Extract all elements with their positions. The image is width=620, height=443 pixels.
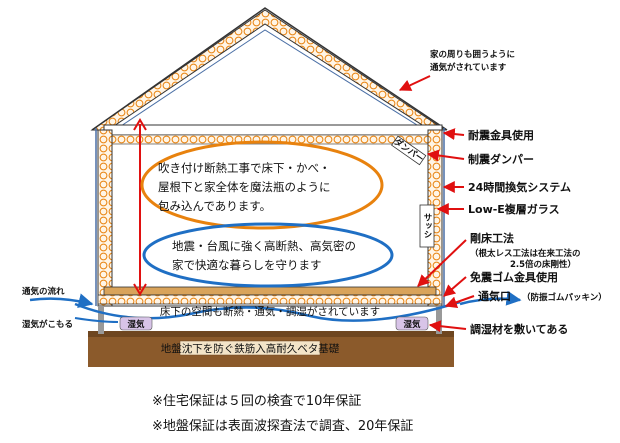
callout-humidity-material: 調湿材を敷いてある — [428, 320, 568, 336]
blue-line-2: 家で快適な暮らしを守ります — [172, 258, 322, 272]
svg-text:調湿材を敷いてある: 調湿材を敷いてある — [470, 322, 568, 336]
svg-text:（根太レス工法は在来工法の: （根太レス工法は在来工法の — [470, 248, 581, 259]
blue-line-1: 地震・台風に強く高断熱、高気密の — [172, 239, 356, 253]
foundation-note: 地盤沈下を防ぐ鉄筋入高耐久ベタ基礎 — [161, 342, 340, 355]
underfloor-note: 床下の空間も断熱・通気・調湿がされています — [160, 305, 380, 318]
svg-text:（防振ゴムパッキン）: （防振ゴムパッキン） — [522, 292, 607, 303]
callout-seismic-hardware: 耐震金具使用 — [442, 128, 534, 142]
underfloor-space: 床下の空間も断熱・通気・調湿がされています 湿気 湿気 — [74, 300, 461, 331]
comfort-description: 地震・台風に強く高断熱、高気密の 家で快適な暮らしを守ります — [142, 222, 394, 288]
svg-text:通気がされています: 通気がされています — [430, 62, 507, 73]
svg-text:免震ゴム金具使用: 免震ゴム金具使用 — [470, 270, 558, 284]
svg-text:耐震金具使用: 耐震金具使用 — [468, 128, 534, 142]
svg-text:通気口: 通気口 — [478, 289, 511, 303]
insulation-description: 吹き付け断熱工事で床下・かべ・ 屋根下と家全体を魔法瓶のように 包み込んでありま… — [140, 140, 384, 230]
svg-text:Low-E複層ガラス: Low-E複層ガラス — [468, 202, 560, 216]
ceiling-beam — [103, 124, 443, 136]
svg-text:剛床工法: 剛床工法 — [470, 231, 514, 245]
warranty-note: ※住宅保証は５回の検査で10年保証 — [152, 394, 361, 409]
airflow-label: 通気の流れ — [22, 286, 65, 297]
orange-line-2: 屋根下と家全体を魔法瓶のように — [158, 180, 331, 194]
svg-text:制震ダンパー: 制震ダンパー — [468, 152, 534, 166]
svg-text:湿気: 湿気 — [403, 319, 421, 330]
callout-rigid-floor: 剛床工法 （根太レス工法は在来工法の 2.5倍の床剛性） — [417, 231, 581, 287]
floor-insulation — [97, 294, 443, 305]
svg-text:家の周りも囲うように: 家の周りも囲うように — [430, 49, 515, 60]
callout-ventilation: 24時間換気システム — [442, 180, 571, 194]
ground-warranty-note: ※地盤保証は表面波探査法で調査、20年保証 — [152, 419, 413, 434]
moisture-pad-left — [119, 316, 153, 331]
callout-lowe-glass: Low-E複層ガラス — [436, 202, 560, 216]
callout-roof: 家の周りも囲うように 通気がされています — [398, 49, 515, 91]
foundation: 地盤沈下を防ぐ鉄筋入高耐久ベタ基礎 — [88, 331, 454, 367]
moisture-pad-right — [395, 316, 429, 331]
callout-vent-opening: 通気口 （防振ゴムパッキン） — [444, 289, 607, 309]
svg-text:24時間換気システム: 24時間換気システム — [468, 180, 571, 194]
floor-slab — [103, 286, 437, 296]
airflow-arrow — [29, 293, 94, 309]
callout-rubber-hardware: 免震ゴム金具使用 — [443, 270, 558, 297]
roof-insulation — [90, 7, 448, 131]
orange-line-1: 吹き付け断熱工事で床下・かべ・ — [158, 161, 331, 175]
left-wall — [97, 129, 113, 307]
orange-line-3: 包み込んであります。 — [158, 199, 271, 213]
svg-text:湿気: 湿気 — [127, 319, 145, 330]
sash-tag: サッシ — [419, 204, 435, 248]
svg-text:サッシ: サッシ — [422, 213, 432, 239]
moisture-trap-label: 湿気がこもる — [22, 319, 73, 330]
svg-text:2.5倍の床剛性）: 2.5倍の床剛性） — [510, 259, 576, 270]
callout-damper: 制震ダンパー — [426, 149, 534, 166]
